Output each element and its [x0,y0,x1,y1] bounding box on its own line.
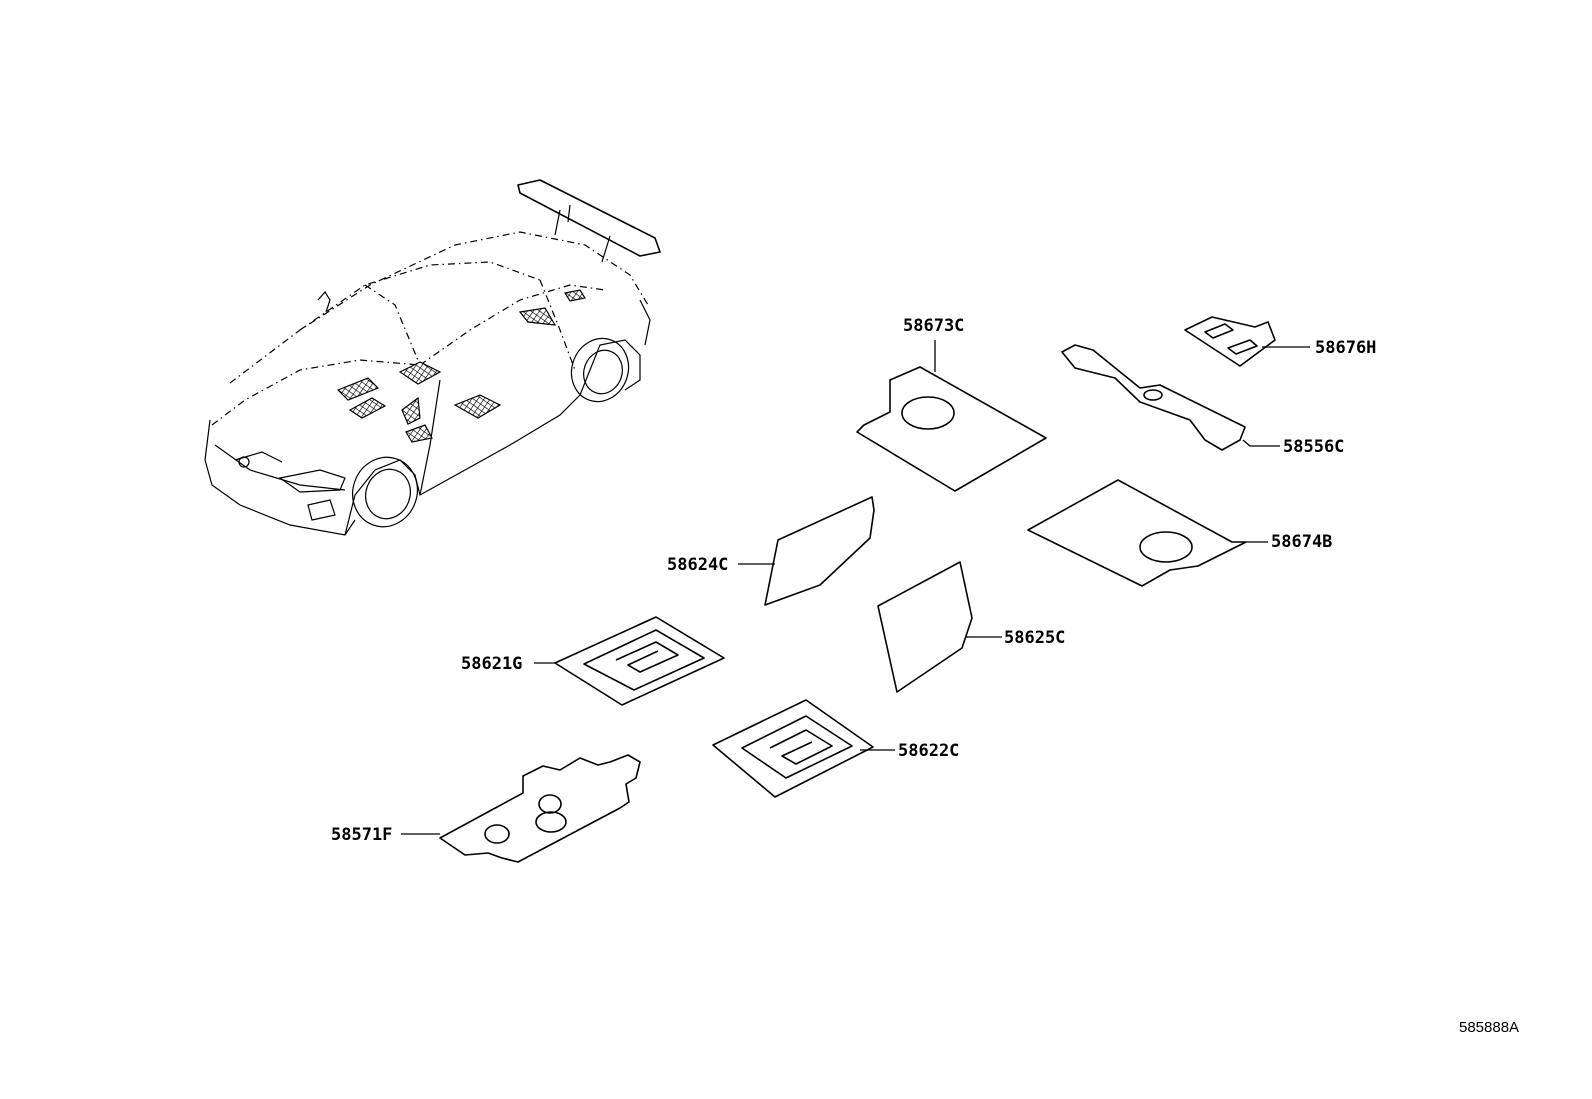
part-58674B-hole [1139,531,1193,563]
floor-pad-8 [564,289,586,302]
part-58621G-pattern [615,641,679,673]
part-58621G: 58621G [461,616,725,706]
part-58556C: 58556C [1061,344,1344,457]
label-58674B: 58674B [1271,532,1332,552]
part-58571F: 58571F [331,754,641,863]
floor-pad-5 [405,424,433,443]
side-mirror [317,290,331,313]
part-58622C: 58622C [712,699,959,798]
windshield-line [299,261,541,331]
floor-pad-7 [518,307,557,326]
part-58625C-outline [877,561,973,693]
rear-quarter [639,299,651,346]
part-58674B: 58674B [1027,479,1332,587]
rear-wheel-outer [570,337,630,403]
part-58622C-pattern [769,729,833,765]
belt-line [419,284,606,366]
front-wheel-inner [365,468,411,520]
floor-pad-1 [336,377,380,401]
part-58625C: 58625C [877,561,1065,693]
floor-pad-6 [453,394,502,419]
roof-line [229,231,649,384]
side-sill [344,394,581,536]
reference-code: 585888A [1459,1019,1519,1036]
label-58673C: 58673C [903,316,964,336]
part-58622C-inner-border [741,715,853,779]
leader-58556C [1242,439,1280,447]
fog-lamp [307,499,336,521]
emblem [238,456,250,468]
part-58556C-hole [1143,389,1163,401]
door-line [539,279,576,371]
label-58625C: 58625C [1004,628,1065,648]
headlamp [278,469,346,493]
part-58676H-slot-1 [1204,323,1234,339]
part-58676H-slot-2 [1227,339,1258,355]
rear-arch [579,339,641,396]
label-58624C: 58624C [667,555,728,575]
part-58571F-hole-1 [484,824,510,844]
part-58673C-hole [901,396,955,430]
part-58621G-outline [554,616,725,706]
label-58556C: 58556C [1283,437,1344,457]
part-58624C: 58624C [667,496,875,606]
part-58621G-inner-border [583,629,705,691]
floor-pad-3 [398,361,442,385]
part-58624C-outline [764,496,875,606]
part-58556C-outline [1061,344,1246,451]
part-58673C-outline [856,366,1047,492]
front-wheel-outer [352,456,418,528]
rear-wheel-inner [583,349,623,395]
floor-pad-2 [348,397,387,419]
car-illustration [204,179,661,536]
label-58571F: 58571F [331,825,392,845]
wing-stays [554,204,611,263]
label-58621G: 58621G [461,654,522,674]
floor-pad-4 [401,396,421,425]
part-58571F-hole-3 [535,811,567,833]
part-58674B-outline [1027,479,1247,587]
part-58676H-outline [1184,316,1276,367]
part-58571F-hole-2 [538,794,562,814]
part-58622C-outline [712,699,874,798]
part-58673C: 58673C [856,316,1047,492]
part-58676H: 58676H [1184,316,1376,367]
b-pillar-cut [419,379,441,496]
a-pillar-line [364,284,421,366]
rear-wing [517,179,661,257]
part-58571F-outline [439,754,641,863]
hood-line [211,359,421,426]
label-58676H: 58676H [1315,338,1376,358]
front-grille-line [214,444,346,491]
label-58622C: 58622C [898,741,959,761]
